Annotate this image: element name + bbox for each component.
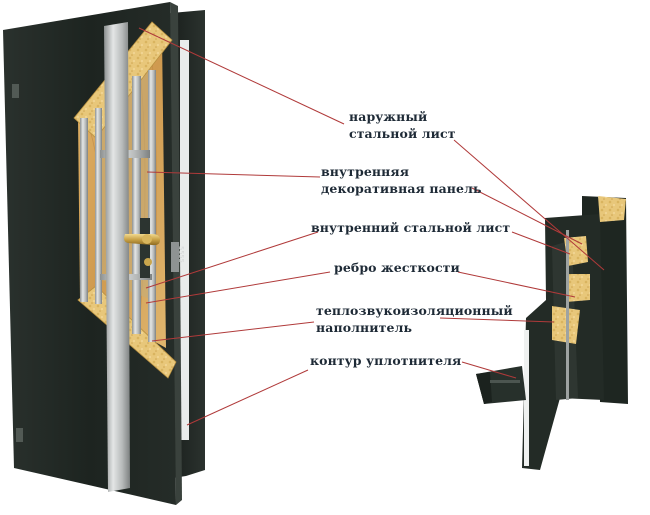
leader-inner-panel-door: [146, 171, 321, 178]
leader-inner-sheet-door: [145, 231, 319, 289]
leader-insulation-door: [151, 321, 315, 342]
label-outer-steel-sheet-line2: стальной лист: [349, 126, 456, 141]
label-inner-steel-sheet-line1: внутренний стальной лист: [311, 220, 511, 235]
lock-assembly: 5555: [124, 218, 185, 278]
leader-inner-sheet-section: [511, 231, 571, 255]
leader-seal-door: [186, 369, 309, 426]
lock-cylinder: [144, 258, 152, 266]
stiffening-rib-mid: [95, 108, 102, 304]
stiffening-rib-right: [148, 70, 156, 342]
frame-profile-face: [476, 372, 492, 404]
label-inner-decorative-panel-line2: декоративная панель: [321, 181, 482, 196]
label-stiffening-rib: ребро жесткости: [334, 259, 460, 276]
hinge-top: [12, 84, 19, 98]
leader-seal-section: [461, 361, 517, 379]
leader-rib-door: [145, 271, 331, 304]
label-insulation-filler-line1: теплозвукоизоляционный: [316, 303, 513, 318]
stiffening-rib-left: [80, 118, 88, 302]
section-insulation-top: [598, 196, 626, 222]
lock-bolts: [171, 242, 179, 272]
lock-plate: [140, 218, 150, 278]
label-stiffening-rib-line1: ребро жесткости: [334, 260, 460, 275]
label-inner-decorative-panel-line1: внутренняя: [321, 164, 410, 179]
label-insulation-filler-line2: наполнитель: [316, 320, 413, 335]
handle-rosette: [142, 234, 152, 244]
stiffening-rib-center: [132, 76, 141, 334]
label-inner-decorative-panel: внутренняя декоративная панель: [321, 163, 482, 197]
leader-outer-sheet-door: [138, 27, 345, 125]
hinge-bottom: [16, 428, 23, 442]
section-seal-strip: [524, 330, 529, 466]
leader-rib-section: [457, 271, 576, 298]
label-insulation-filler: теплозвукоизоляционный наполнитель: [316, 302, 513, 336]
label-seal-contour-line1: контур уплотнителя: [310, 353, 462, 368]
leader-insulation-section: [439, 317, 555, 323]
leader-outer-sheet-section: [453, 139, 605, 271]
section-insulation-middle2: [566, 274, 590, 302]
label-inner-steel-sheet: внутренний стальной лист: [311, 219, 510, 236]
section-outer-profile: [582, 196, 628, 404]
lock-digits: 5555: [177, 246, 185, 263]
leader-inner-panel-section: [471, 187, 583, 245]
central-steel-strip: [104, 22, 130, 492]
label-outer-steel-sheet: наружный стальной лист: [349, 108, 456, 142]
frame-profile-highlight: [490, 380, 520, 383]
leader-lines: [138, 27, 605, 426]
door-cross-section: [476, 196, 628, 470]
section-steel-edge: [566, 230, 569, 400]
label-seal-contour: контур уплотнителя: [310, 352, 461, 369]
door-frame-light-strip: [180, 40, 189, 440]
label-outer-steel-sheet-line1: наружный: [349, 109, 428, 124]
